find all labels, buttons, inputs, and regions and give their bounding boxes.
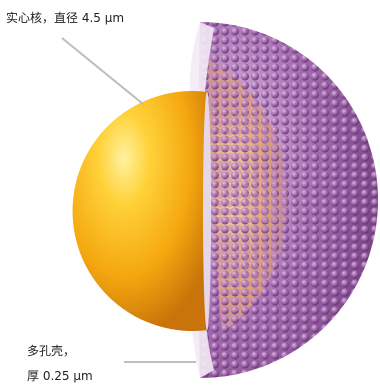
shell-label-line2: 厚 0.25 μm — [27, 367, 93, 384]
core-label: 实心核，直径 4.5 μm — [6, 9, 124, 26]
porous-shell — [190, 20, 380, 380]
core-leader-line — [62, 38, 143, 104]
solid-core — [73, 91, 211, 331]
shell-label-line1: 多孔壳， — [27, 342, 75, 359]
